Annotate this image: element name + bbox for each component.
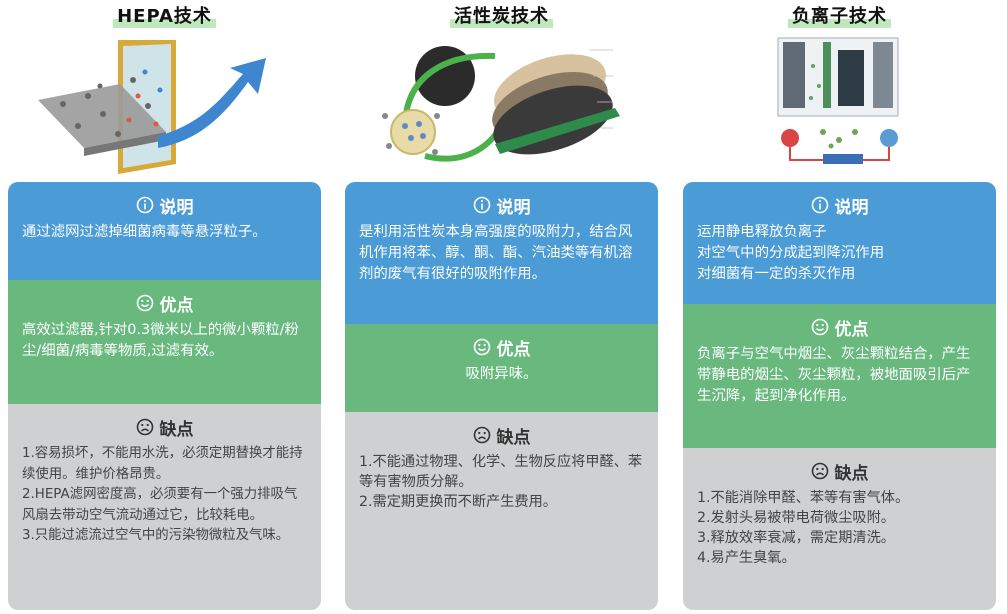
description-text: 通过滤网过滤掉细菌病毒等悬浮粒子。 <box>22 224 267 240</box>
description-section: 说明 是利用活性炭本身高强度的吸附力，结合风机作用将苯、醇、酮、酯、汽油类等有机… <box>345 182 658 324</box>
smiley-icon <box>811 318 828 336</box>
pros-section: 优点 高效过滤器,针对0.3微米以上的微小颗粒/粉尘/细菌/病毒等物质,过滤有效… <box>8 280 321 404</box>
description-text: 运用静电释放负离子 对空气中的分成起到降沉作用 对细菌有一定的杀灭作用 <box>697 224 885 282</box>
description-section: 说明 运用静电释放负离子 对空气中的分成起到降沉作用 对细菌有一定的杀灭作用 <box>683 182 996 304</box>
info-circle-icon <box>473 196 490 214</box>
cons-heading: 缺点 <box>834 463 869 484</box>
cons-heading: 缺点 <box>159 419 194 440</box>
activated-carbon-illustration <box>382 46 620 162</box>
description-heading: 说明 <box>159 197 194 218</box>
pros-text: 吸附异味。 <box>465 366 538 382</box>
pros-section: 优点 吸附异味。 <box>345 324 658 412</box>
description-section: 说明 通过滤网过滤掉细菌病毒等悬浮粒子。 <box>8 182 321 280</box>
pros-text: 高效过滤器,针对0.3微米以上的微小颗粒/粉尘/细菌/病毒等物质,过滤有效。 <box>22 322 299 359</box>
cons-section: 缺点 1.容易损坏，不能用水洗，必须定期替换才能持续使用。维护价格昂贵。 2.H… <box>8 404 321 610</box>
description-heading: 说明 <box>496 197 531 218</box>
pros-section: 优点 负离子与空气中烟尘、灰尘颗粒结合，产生带静电的烟尘、灰尘颗粒，被地面吸引后… <box>683 304 996 448</box>
description-text: 是利用活性炭本身高强度的吸附力，结合风机作用将苯、醇、酮、酯、汽油类等有机溶剂的… <box>359 224 633 282</box>
cons-heading: 缺点 <box>496 427 531 448</box>
pros-heading: 优点 <box>496 339 531 360</box>
cons-text: 1.容易损坏，不能用水洗，必须定期替换才能持续使用。维护价格昂贵。 2.HEPA… <box>22 446 303 544</box>
description-heading: 说明 <box>834 197 869 218</box>
column-title: HEPA技术 <box>8 6 321 28</box>
pros-text: 负离子与空气中烟尘、灰尘颗粒结合，产生带静电的烟尘、灰尘颗粒，被地面吸引后产生沉… <box>697 346 971 404</box>
negative-ion-card: 说明 运用静电释放负离子 对空气中的分成起到降沉作用 对细菌有一定的杀灭作用 优… <box>683 182 996 610</box>
smiley-icon <box>473 338 490 356</box>
cons-text: 1.不能通过物理、化学、生物反应将甲醛、苯等有害物质分解。 2.需定期更换而不断… <box>359 454 643 510</box>
column-title: 负离子技术 <box>683 6 996 28</box>
activated-carbon-card: 说明 是利用活性炭本身高强度的吸附力，结合风机作用将苯、醇、酮、酯、汽油类等有机… <box>345 182 658 610</box>
column-activated-carbon: 活性炭技术 说明 是利用活性炭本身高强度的吸附力，结合风机作用将苯、醇、酮、酯、… <box>345 0 658 614</box>
pros-heading: 优点 <box>834 319 869 340</box>
info-circle-icon <box>136 196 153 214</box>
smiley-icon <box>136 294 153 312</box>
cons-section: 缺点 1.不能通过物理、化学、生物反应将甲醛、苯等有害物质分解。 2.需定期更换… <box>345 412 658 610</box>
hepa-card: 说明 通过滤网过滤掉细菌病毒等悬浮粒子。 优点 高效过滤器,针对0.3微米以上的… <box>8 182 321 610</box>
column-title: 活性炭技术 <box>345 6 658 28</box>
pros-heading: 优点 <box>159 295 194 316</box>
sad-face-icon <box>473 426 490 444</box>
cons-text: 1.不能消除甲醛、苯等有害气体。 2.发射头易被带电荷微尘吸附。 3.释放效率衰… <box>697 490 910 566</box>
sad-face-icon <box>811 462 828 480</box>
info-circle-icon <box>811 196 828 214</box>
column-hepa: HEPA技术 说明 通过滤网过滤掉细菌病毒等悬浮粒子。 优点 高效过滤器 <box>8 0 321 614</box>
column-negative-ion: 负离子技术 说明 运用静电释放负离子 对空气中的分成起到降沉作用 对细菌有一定的… <box>683 0 996 614</box>
hepa-illustration <box>38 40 266 174</box>
cons-section: 缺点 1.不能消除甲醛、苯等有害气体。 2.发射头易被带电荷微尘吸附。 3.释放… <box>683 448 996 610</box>
sad-face-icon <box>136 418 153 436</box>
negative-ion-illustration <box>777 37 899 164</box>
